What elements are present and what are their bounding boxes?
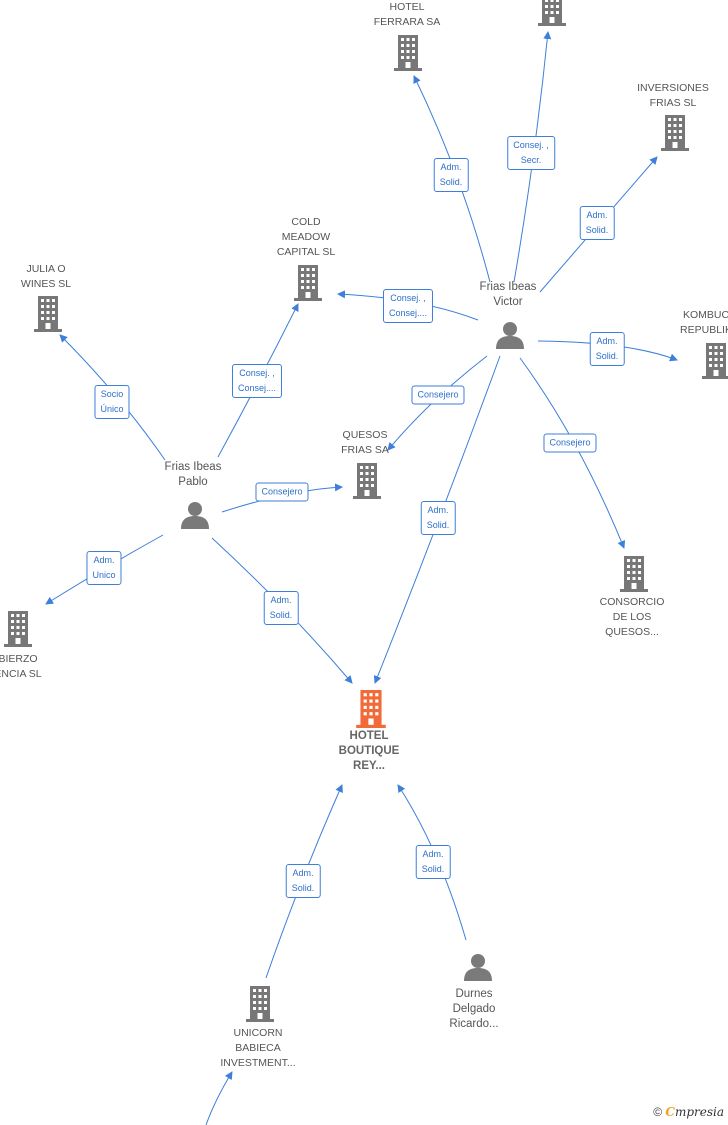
footer-credit: © Cmpresia: [653, 1105, 724, 1119]
node-consorcio[interactable]: CONSORCIO DE LOS QUESOS...: [599, 596, 665, 638]
node-inversiones-frias[interactable]: INVERSIONES FRIAS SL: [637, 82, 709, 109]
relation-label[interactable]: Adm. Solid.: [579, 206, 615, 240]
empresia-logo[interactable]: Cmpresia: [665, 1105, 724, 1119]
person-icon: [181, 502, 209, 529]
person-icon: [464, 954, 492, 981]
node-hotel-ferrara[interactable]: HOTEL FERRARA SA: [373, 1, 441, 28]
node-main-company[interactable]: HOTEL BOUTIQUE REY...: [338, 730, 400, 772]
relation-label[interactable]: Adm. Solid.: [433, 158, 469, 192]
relation-label[interactable]: Consejero: [411, 385, 465, 405]
node-quesos-frias[interactable]: QUESOS FRIAS SA: [341, 429, 389, 456]
relation-label[interactable]: Socio Único: [94, 385, 130, 419]
relation-label[interactable]: Adm. Unico: [86, 551, 122, 585]
relation-label[interactable]: Consej. , Secr.: [507, 136, 555, 170]
building-icon: [661, 115, 689, 151]
person-icon: [496, 322, 524, 349]
main-building-icon: [356, 690, 386, 728]
relation-label[interactable]: Consej. , Consej....: [382, 289, 434, 323]
building-icon: [4, 611, 32, 647]
node-frias-pablo[interactable]: Frias Ibeas Pablo: [164, 461, 222, 488]
building-icon: [246, 986, 274, 1022]
relation-label[interactable]: Adm. Solid.: [415, 845, 451, 879]
building-icon: [538, 0, 566, 26]
node-kombucha[interactable]: KOMBUC REPUBLIK: [680, 309, 728, 336]
node-bierzo[interactable]: BIERZO ENCIA SL: [0, 653, 42, 680]
node-cold-meadow[interactable]: COLD MEADOW CAPITAL SL: [276, 216, 336, 258]
building-icon: [394, 35, 422, 71]
relation-label[interactable]: Adm. Solid.: [263, 591, 299, 625]
relation-label[interactable]: Adm. Solid.: [589, 332, 625, 366]
edge-offscreen-unicorn: [205, 1071, 233, 1125]
building-icon: [353, 463, 381, 499]
node-durnes[interactable]: Durnes Delgado Ricardo...: [449, 988, 499, 1030]
node-unicorn[interactable]: UNICORN BABIECA INVESTMENT...: [220, 1027, 296, 1069]
copyright-symbol: ©: [653, 1105, 663, 1119]
building-icon: [34, 296, 62, 332]
node-julia-o-wines[interactable]: JULIA O WINES SL: [20, 263, 72, 290]
edge-victor-consorcio: [519, 357, 626, 549]
building-icon: [702, 343, 728, 379]
relation-label[interactable]: Consej. , Consej....: [231, 364, 283, 398]
relation-label[interactable]: Consejero: [255, 482, 309, 502]
relation-label[interactable]: Adm. Solid.: [420, 501, 456, 535]
building-icon: [294, 265, 322, 301]
relation-label[interactable]: Consejero: [543, 433, 597, 453]
building-icon: [620, 556, 648, 592]
node-frias-victor[interactable]: Frias Ibeas Victor: [479, 281, 537, 308]
relation-label[interactable]: Adm. Solid.: [285, 864, 321, 898]
